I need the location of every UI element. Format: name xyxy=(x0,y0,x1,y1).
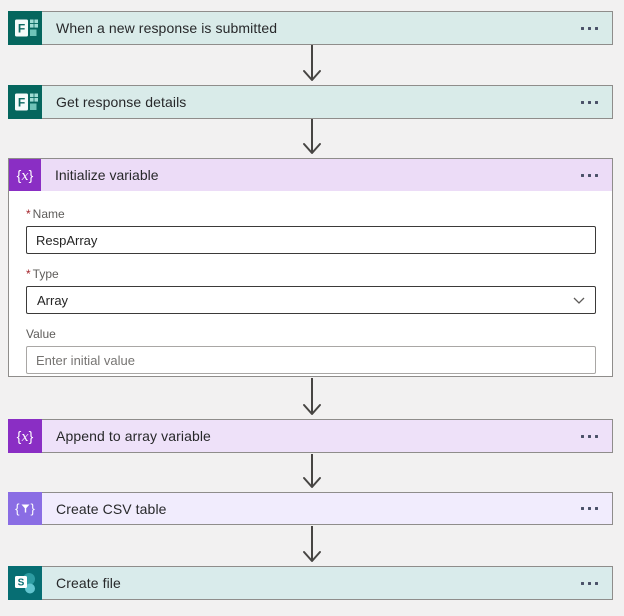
trigger-card-when-a-new-response-is-submitted[interactable]: F When a new response is submitted xyxy=(8,11,613,45)
card-title: Create CSV table xyxy=(56,500,167,517)
microsoft-forms-icon: F xyxy=(8,11,42,45)
card-menu-button[interactable] xyxy=(581,493,612,524)
action-card-append-to-array-variable[interactable]: {x} Append to array variable xyxy=(8,419,613,453)
card-title: Get response details xyxy=(56,94,187,110)
variable-icon: {x} xyxy=(9,159,41,191)
connector-arrow xyxy=(299,454,325,491)
card-body: *Name *Type Array Value xyxy=(9,191,612,374)
variable-initial-value-input[interactable] xyxy=(26,346,596,374)
svg-text:F: F xyxy=(18,22,25,36)
action-card-initialize-variable[interactable]: {x} Initialize variable *Name *Type Arra… xyxy=(8,158,613,377)
card-menu-button[interactable] xyxy=(581,86,612,118)
type-field-label: *Type xyxy=(26,267,59,281)
variable-type-selected-value: Array xyxy=(37,292,69,308)
card-title: When a new response is submitted xyxy=(56,20,278,36)
action-card-create-file[interactable]: S Create file xyxy=(8,566,613,600)
connector-arrow xyxy=(299,526,325,565)
card-title: Append to array variable xyxy=(56,428,211,444)
connector-arrow xyxy=(299,378,325,418)
chevron-down-icon xyxy=(573,297,585,304)
microsoft-forms-icon: F xyxy=(8,85,42,119)
sharepoint-icon: S xyxy=(8,566,42,600)
card-title: Create file xyxy=(56,575,121,591)
connector-arrow xyxy=(299,119,325,157)
action-card-create-csv-table[interactable]: {} Create CSV table xyxy=(8,492,613,525)
variable-name-input[interactable] xyxy=(26,226,596,254)
value-field-label: Value xyxy=(26,327,56,341)
card-header[interactable]: {x} Initialize variable xyxy=(9,159,612,191)
card-title: Initialize variable xyxy=(55,167,159,183)
name-field-label: *Name xyxy=(26,207,65,221)
card-menu-button[interactable] xyxy=(581,159,612,191)
card-menu-button[interactable] xyxy=(581,420,612,452)
svg-text:F: F xyxy=(18,96,25,110)
variable-icon: {x} xyxy=(8,419,42,453)
connector-arrow xyxy=(299,45,325,84)
variable-type-dropdown[interactable]: Array xyxy=(26,286,596,314)
data-operation-icon: {} xyxy=(8,492,42,525)
action-card-get-response-details[interactable]: F Get response details xyxy=(8,85,613,119)
card-menu-button[interactable] xyxy=(581,567,612,599)
card-menu-button[interactable] xyxy=(581,12,612,44)
svg-text:S: S xyxy=(18,578,25,589)
